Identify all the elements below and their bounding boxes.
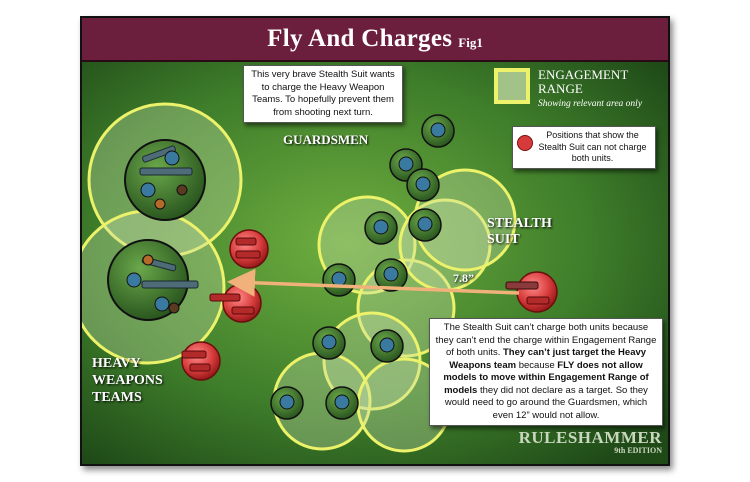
guardsmen-unit xyxy=(270,114,455,420)
guardsman-model xyxy=(270,386,304,420)
label-heavy-line1: HEAVY xyxy=(92,356,141,371)
label-heavy-weapons: HEAVY WEAPONS TEAMS xyxy=(92,355,163,406)
stealth-suit-invalid-position xyxy=(181,341,221,381)
label-stealth-line2: SUIT xyxy=(487,232,520,247)
positions-note-callout: Positions that show the Stealth Suit can… xyxy=(512,126,656,169)
callout-bottom-p1: The Stealth Suit can’t charge both units… xyxy=(435,322,657,358)
guardsman-model xyxy=(374,258,408,292)
callout-bottom-p5: they did not declare as a target. So the… xyxy=(444,384,648,421)
title-bar: Fly And Charges Fig1 xyxy=(82,18,668,62)
callout-bottom-p2: They can’t just target the Heavy Weapons… xyxy=(449,347,647,371)
diagram-frame: Fly And Charges Fig1 xyxy=(80,16,670,466)
callout-bottom-p3: because xyxy=(516,359,558,371)
legend-title: ENGAGEMENT RANGE xyxy=(538,67,629,96)
brand-edition: 9th EDITION xyxy=(614,446,662,455)
brand: RULESHAMMER 9th EDITION xyxy=(519,428,662,455)
guardsman-model xyxy=(322,263,356,297)
label-stealth-line1: STEALTH xyxy=(487,216,552,231)
charge-arrow xyxy=(227,268,520,297)
legend-subtitle: Showing relevant area only xyxy=(538,99,643,109)
guardsman-model xyxy=(406,168,440,202)
label-heavy-line3: TEAMS xyxy=(92,390,142,405)
heavy-weapon-team-2 xyxy=(107,239,199,321)
label-guardsmen: GUARDSMEN xyxy=(283,132,369,147)
diagram-title: Fly And Charges xyxy=(267,25,453,52)
callout-bottom-p4: FLY does not allow models to move within… xyxy=(443,359,649,396)
heavy-weapon-team-1 xyxy=(124,139,206,221)
guardsman-model xyxy=(408,208,442,242)
label-stealth-suit: STEALTH SUIT xyxy=(487,216,552,248)
callout-top: This very brave Stealth Suit wants to ch… xyxy=(243,65,403,123)
charge-distance: 7.8” xyxy=(453,271,474,285)
guardsman-model xyxy=(370,329,404,363)
guardsman-model xyxy=(364,211,398,245)
stealth-suit-invalid-position xyxy=(229,229,269,269)
guardsman-model xyxy=(312,326,346,360)
callout-bottom: The Stealth Suit can’t charge both units… xyxy=(429,318,663,426)
stealth-suit-icon xyxy=(517,135,533,151)
positions-note-text: Positions that show the Stealth Suit can… xyxy=(538,130,647,163)
guardsman-model xyxy=(325,386,359,420)
guardsman-model xyxy=(421,114,455,148)
brand-name: RULESHAMMER xyxy=(518,428,662,447)
engagement-range-legend-swatch xyxy=(494,68,530,104)
label-heavy-line2: WEAPONS xyxy=(92,373,163,388)
figure-number: Fig1 xyxy=(458,34,483,50)
